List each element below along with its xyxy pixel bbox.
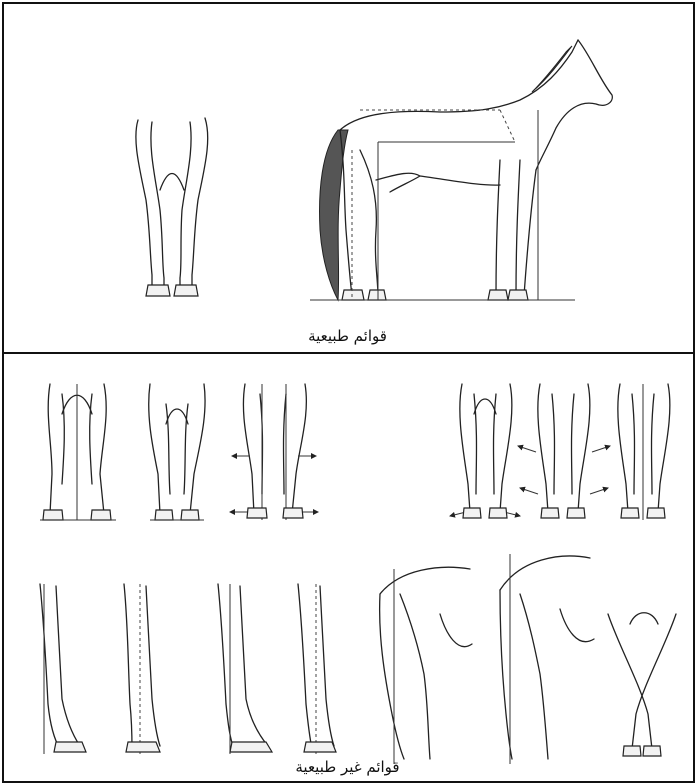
normal-legs-illustration (0, 0, 695, 352)
horse-side-view-with-plumb-lines (310, 40, 612, 300)
hind-side-camped-under (380, 567, 472, 764)
side-leg-4 (298, 584, 336, 754)
side-leg-3 (218, 584, 272, 754)
front-legs-base-wide (40, 384, 116, 520)
side-leg-1 (40, 584, 86, 754)
caption-normal-legs: قوائم طبيعية (0, 327, 695, 345)
side-leg-2 (124, 584, 160, 754)
caption-abnormal-legs: قوائم غير طبيعية (0, 758, 695, 776)
normal-legs-panel (0, 0, 695, 352)
front-legs-base-narrow (149, 384, 205, 520)
front-legs-with-arrows (230, 384, 318, 520)
abnormal-legs-panel (0, 354, 695, 779)
crossed-legs (608, 613, 676, 756)
rear-legs-with-arrows-2 (518, 384, 610, 518)
abnormal-legs-illustration (0, 354, 695, 779)
rear-legs-with-arrows-3 (618, 384, 670, 520)
rear-legs-normal-view (136, 118, 208, 296)
hind-side-camped-out (500, 554, 594, 764)
rear-legs-with-arrows-1 (450, 384, 520, 518)
